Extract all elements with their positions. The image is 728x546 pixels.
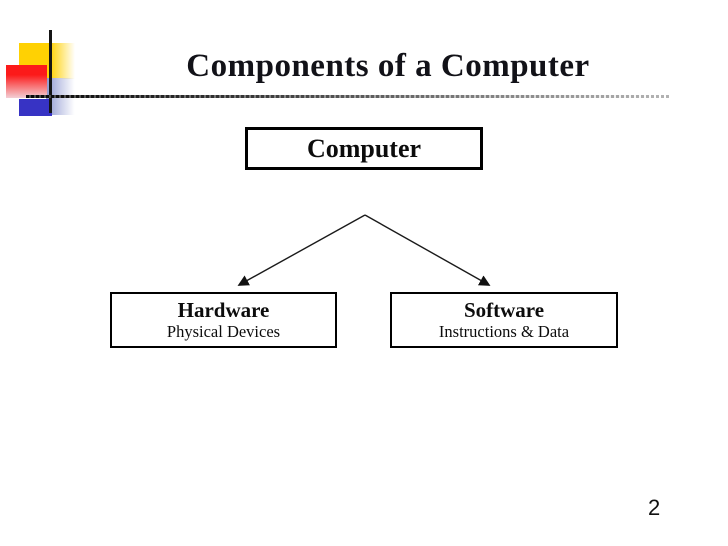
page-number: 2: [648, 495, 661, 520]
title-underline: [26, 95, 671, 98]
node-hardware-label: Hardware: [177, 298, 270, 323]
node-computer-label: Computer: [306, 133, 422, 163]
edge-computer-software: [364, 214, 491, 286]
node-hardware: Hardware Physical Devices: [110, 292, 337, 348]
node-hardware-sublabel: Physical Devices: [166, 321, 281, 341]
logo-red-square: [6, 65, 47, 98]
slide-title: Components of a Computer: [186, 48, 590, 84]
node-software: Software Instructions & Data: [390, 292, 618, 348]
node-software-label: Software: [463, 298, 545, 323]
node-computer: Computer: [245, 127, 483, 170]
logo-vertical-line: [49, 30, 52, 113]
edge-computer-hardware: [237, 214, 366, 286]
logo-blue-square: [19, 99, 52, 116]
node-software-sublabel: Instructions & Data: [438, 321, 570, 341]
